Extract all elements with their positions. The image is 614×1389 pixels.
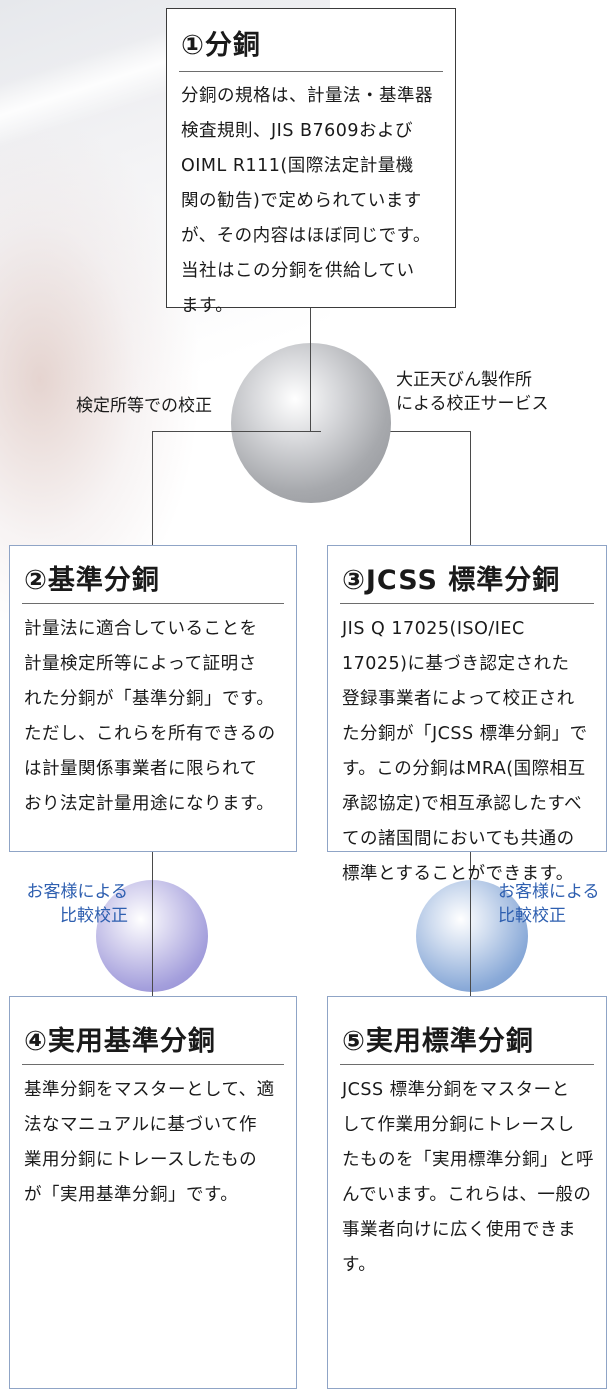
inspection-calibration-label: 検定所等での校正 xyxy=(76,396,212,416)
weight-box: ①分銅 分銅の規格は、計量法・基準器 検査規則、JIS B7609および OIM… xyxy=(166,8,456,316)
jcss-weight-box: ③JCSS 標準分銅 JIS Q 17025(ISO/IEC 17025)に基づ… xyxy=(327,545,607,884)
standard-weight-title: ②基準分銅 xyxy=(24,565,160,596)
weight-box-rule xyxy=(179,71,443,72)
jcss-weight-rule xyxy=(340,603,594,604)
practical-jcss-weight-text: JCSS 標準分銅をマスターと して作業用分銅にトレースし たものを「実用標準分… xyxy=(342,1080,594,1275)
connector-horizontal-overlay xyxy=(231,431,321,432)
connector-left-down xyxy=(152,431,153,545)
calibration-orb xyxy=(231,343,391,503)
left-customer-calibration-label: お客様による 比較校正 xyxy=(26,882,129,926)
standard-weight-box: ②基準分銅 計量法に適合していることを 計量検定所等によって証明さ れた分銅が「… xyxy=(9,545,297,852)
practical-standard-weight-rule xyxy=(22,1064,284,1065)
practical-jcss-weight-rule xyxy=(340,1064,594,1065)
practical-jcss-weight-box: ⑤実用標準分銅 JCSS 標準分銅をマスターと して作業用分銅にトレースし たも… xyxy=(327,996,607,1389)
practical-standard-weight-box: ④実用基準分銅 基準分銅をマスターとして、適 法なマニュアルに基づいて作 業用分… xyxy=(9,996,297,1389)
jcss-weight-text: JIS Q 17025(ISO/IEC 17025)に基づき認定された 登録事業… xyxy=(342,619,588,884)
practical-jcss-weight-title: ⑤実用標準分銅 xyxy=(342,1026,534,1057)
practical-standard-weight-title: ④実用基準分銅 xyxy=(24,1026,216,1057)
connector-box1-down-overlay xyxy=(310,343,311,432)
right-customer-calibration-label: お客様による 比較校正 xyxy=(498,882,600,926)
weight-box-title: ①分銅 xyxy=(181,30,261,61)
right-comparison-orb xyxy=(416,880,528,992)
jcss-weight-title: ③JCSS 標準分銅 xyxy=(342,565,561,596)
standard-weight-text: 計量法に適合していることを 計量検定所等によって証明さ れた分銅が「基準分銅」で… xyxy=(24,619,276,814)
connector-box3-box5-overlay xyxy=(470,880,471,996)
calibration-service-label: 大正天びん製作所 による校正サービス xyxy=(396,370,549,414)
practical-standard-weight-text: 基準分銅をマスターとして、適 法なマニュアルに基づいて作 業用分銅にトレースした… xyxy=(24,1080,275,1205)
connector-box2-box4-overlay xyxy=(152,880,153,996)
connector-right-down xyxy=(470,431,471,545)
weight-box-text: 分銅の規格は、計量法・基準器 検査規則、JIS B7609および OIML R1… xyxy=(181,86,433,316)
standard-weight-rule xyxy=(22,603,284,604)
